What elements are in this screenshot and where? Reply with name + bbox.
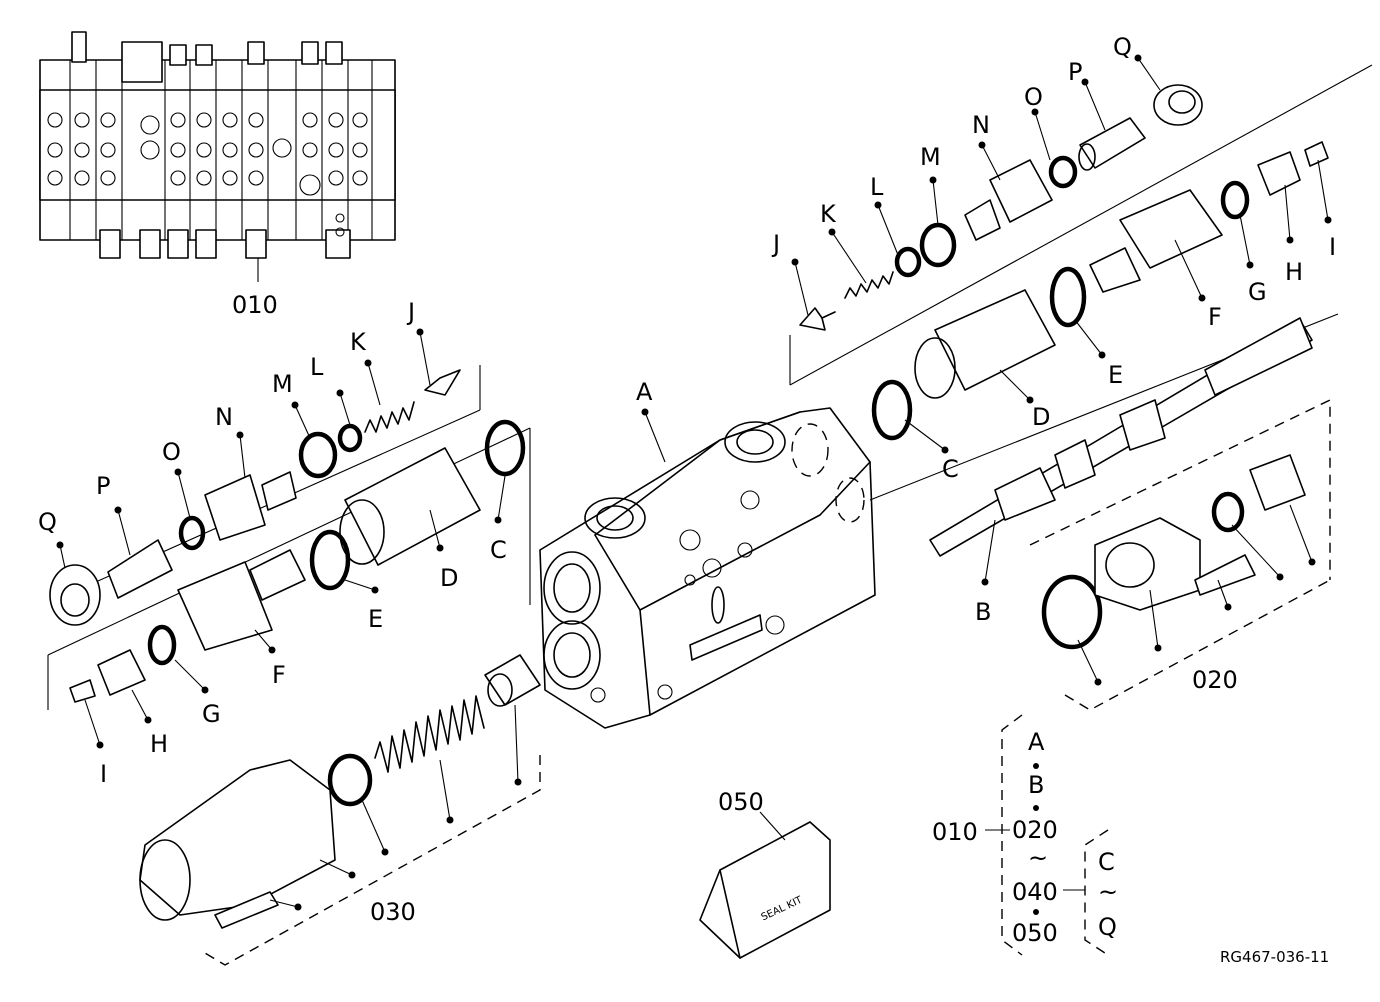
spool-cap-assembly [1029,398,1331,711]
left-relief-valve-assembly [47,365,531,710]
legend-item-020: 020 [1012,816,1058,844]
label-d-left: D [440,564,458,592]
label-b: B [975,598,991,626]
figure-reference-code: RG467-036-11 [1220,948,1329,966]
legend-item-040: 040 [1012,878,1058,906]
legend-sub-item-q: Q [1098,913,1117,941]
label-o-right: O [1024,83,1043,111]
label-030: 030 [370,898,416,926]
label-m-left: M [272,370,293,398]
label-j-right: J [771,230,780,258]
valve-housing [539,407,876,729]
label-h-left: H [150,730,168,758]
spool [869,313,1339,557]
label-i-right: I [1329,233,1336,261]
label-f-left: F [272,661,286,689]
legend-sub-range-symbol: ~ [1098,878,1118,906]
label-k-right: K [820,200,837,228]
assembly-legend: 010 A B 020 ~ 040 050 C ~ Q [932,714,1118,956]
label-f-right: F [1208,303,1222,331]
label-j-left: J [406,298,415,326]
label-i-left: I [100,760,107,788]
label-o-left: O [162,438,181,466]
label-c-left: C [490,536,507,564]
label-050: 050 [718,788,764,816]
legend-item-b: B [1028,771,1044,799]
seal-kit-illustration: SEAL KIT [699,821,831,959]
legend-range-symbol: ~ [1028,844,1048,872]
label-e-left: E [368,605,383,633]
label-c-right: C [942,455,959,483]
label-n-left: N [215,403,233,431]
label-k-left: K [350,328,367,356]
label-q-left: Q [38,508,57,536]
legend-group-label: 010 [932,818,978,846]
label-q-right: Q [1113,33,1132,61]
label-a: A [636,378,653,406]
spring-cover-assembly [139,654,541,966]
legend-sub-item-c: C [1098,848,1115,876]
label-g-left: G [202,700,221,728]
label-l-left: L [310,353,324,381]
label-d-right: D [1032,403,1050,431]
label-p-left: P [96,472,110,500]
right-relief-valve-assembly [789,64,1373,441]
legend-item-a: A [1028,728,1045,756]
label-h-right: H [1285,258,1303,286]
part-labels: 010 A B C C D D E E F F G G H H I I J J … [38,33,1336,926]
label-g-right: G [1248,278,1267,306]
label-n-right: N [972,111,990,139]
label-010: 010 [232,291,278,319]
leader-lines [59,57,1329,908]
label-020: 020 [1192,666,1238,694]
label-l-right: L [870,173,884,201]
label-e-right: E [1108,361,1123,389]
label-m-right: M [920,143,941,171]
leader-dots [56,54,1332,911]
legend-item-050: 050 [1012,919,1058,947]
valve-bank-illustration [39,31,396,282]
label-p-right: P [1068,58,1082,86]
